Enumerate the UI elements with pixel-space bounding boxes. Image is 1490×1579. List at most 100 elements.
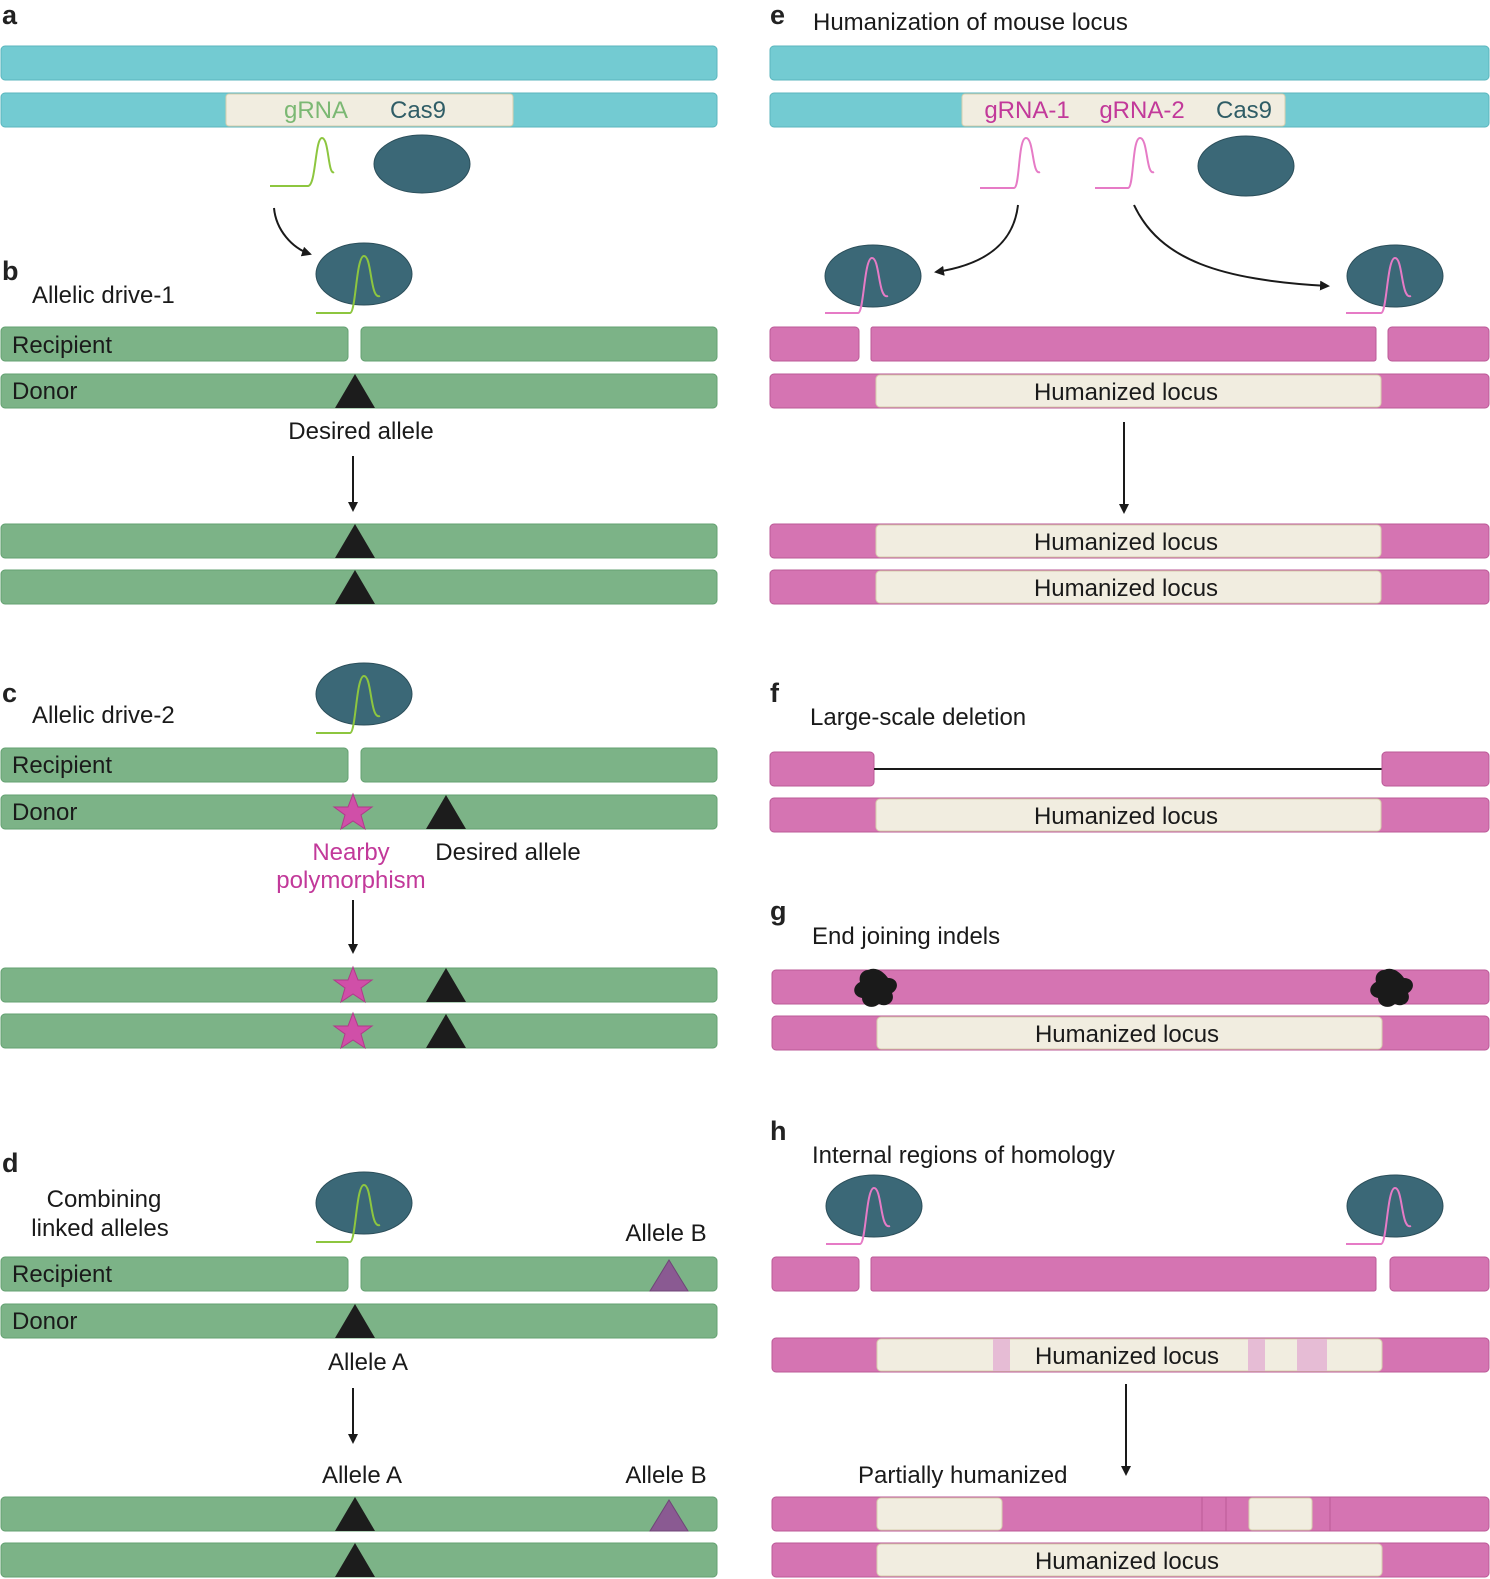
allele-a-label: Allele A xyxy=(328,1349,408,1376)
panel-g: g End joining indels Humanized locus xyxy=(770,896,1490,1051)
allele-a-triangle-icon xyxy=(335,1543,375,1577)
panel-d-title-line2: linked alleles xyxy=(31,1215,168,1242)
humanized-locus-label: Humanized locus xyxy=(1034,529,1218,556)
indel-blob-icon xyxy=(1370,968,1413,1007)
panel-c-label: c xyxy=(2,678,17,708)
plasmid-bar-top xyxy=(769,45,1490,81)
allele-triangle-icon xyxy=(426,968,466,1002)
panel-g-label: g xyxy=(770,896,787,926)
panel-h: h Internal regions of homology Humanized… xyxy=(770,1116,1490,1578)
cas9-label: Cas9 xyxy=(1216,97,1272,124)
recipient-bar-left xyxy=(0,326,349,362)
panel-d: d Combining linked alleles Allele B Reci… xyxy=(0,1148,718,1578)
assembly-arrow-left-icon xyxy=(934,204,1019,276)
cas9-complex-left-icon xyxy=(824,244,922,308)
panel-d-title-line1: Combining xyxy=(47,1186,162,1213)
desired-allele-label: Desired allele xyxy=(435,839,580,866)
humanized-segment xyxy=(876,1497,1003,1531)
recipient-bar-right xyxy=(360,747,718,783)
panel-a: a gRNA Cas9 xyxy=(0,0,718,257)
grna-in-complex-icon xyxy=(1346,256,1412,314)
panel-c-title: Allelic drive-2 xyxy=(32,702,175,729)
donor-label: Donor xyxy=(12,799,77,826)
plasmid-bar-top xyxy=(0,45,718,81)
recipient-label: Recipient xyxy=(12,332,112,359)
deletion-flank-right xyxy=(1381,751,1490,787)
cas9-complex-right-icon xyxy=(1346,1174,1444,1238)
humanized-locus-label: Humanized locus xyxy=(1034,803,1218,830)
recipient-label: Recipient xyxy=(12,752,112,779)
grna1-label: gRNA-1 xyxy=(984,97,1069,124)
indel-locus-bar xyxy=(771,969,1490,1005)
mouse-locus-segment-right xyxy=(1387,326,1490,362)
cas9-complex-left-icon xyxy=(825,1174,923,1238)
recipient-bar-left xyxy=(0,1256,349,1292)
humanized-locus-block xyxy=(875,374,1382,408)
cas9-label: Cas9 xyxy=(390,97,446,124)
desired-allele-icon xyxy=(335,374,375,408)
polymorphism-star-icon xyxy=(332,1011,374,1050)
humanized-locus-label: Humanized locus xyxy=(1034,575,1218,602)
cas9-complex-icon xyxy=(315,1171,413,1235)
grna-in-complex-icon xyxy=(316,674,381,734)
panel-b-title: Allelic drive-1 xyxy=(32,282,175,309)
mouse-locus-segment-middle xyxy=(870,1256,1377,1292)
allele-a-result-label: Allele A xyxy=(322,1462,402,1489)
homology-region xyxy=(1297,1339,1327,1371)
transgene-cassette xyxy=(225,93,514,127)
humanized-locus-block xyxy=(875,524,1382,558)
mouse-locus-segment-middle xyxy=(870,326,1377,362)
grna2-icon xyxy=(1095,136,1155,189)
cas9-protein-icon xyxy=(373,134,471,194)
humanized-locus-label: Humanized locus xyxy=(1035,1021,1219,1048)
recipient-bar-right xyxy=(360,326,718,362)
grna-in-complex-icon xyxy=(825,256,889,314)
transgene-cassette xyxy=(961,93,1286,127)
allele-triangle-icon xyxy=(335,524,375,558)
panel-e: e Humanization of mouse locus gRNA-1 gRN… xyxy=(769,0,1490,605)
partially-humanized-label: Partially humanized xyxy=(858,1462,1067,1489)
polymorphism-star-icon xyxy=(332,792,374,831)
allele-b-triangle-icon xyxy=(649,1499,689,1532)
cas9-complex-right-icon xyxy=(1346,244,1444,308)
humanized-locus-block xyxy=(876,1016,1383,1050)
humanized-locus-label: Humanized locus xyxy=(1034,379,1218,406)
mouse-locus-segment-left xyxy=(769,326,860,362)
allele-a-triangle-icon xyxy=(335,1304,375,1338)
panel-h-label: h xyxy=(770,1116,787,1146)
polymorphism-label: polymorphism xyxy=(276,867,425,894)
panel-d-label: d xyxy=(2,1148,19,1178)
indel-blob-icon xyxy=(854,968,897,1007)
grna1-icon xyxy=(980,136,1041,189)
mouse-locus-segment-left xyxy=(771,1256,860,1292)
nearby-label: Nearby xyxy=(312,839,389,866)
humanized-locus-block xyxy=(875,798,1382,832)
deletion-flank-left xyxy=(769,751,875,787)
panel-c: c Allelic drive-2 Recipient Donor Nearby… xyxy=(0,662,718,1050)
donor-label: Donor xyxy=(12,378,77,405)
grna-icon xyxy=(270,136,335,187)
panel-f-label: f xyxy=(770,678,780,708)
allele-triangle-icon xyxy=(335,570,375,604)
allele-b-triangle-icon xyxy=(649,1259,689,1292)
humanized-locus-block xyxy=(875,570,1382,604)
desired-allele-icon xyxy=(426,795,466,829)
panel-b-label: b xyxy=(2,256,19,286)
assembly-arrow-right-icon xyxy=(1133,204,1330,291)
allele-triangle-icon xyxy=(426,1014,466,1048)
polymorphism-star-icon xyxy=(332,965,374,1004)
panel-a-label: a xyxy=(2,0,18,30)
panel-g-title: End joining indels xyxy=(812,923,1000,950)
humanized-locus-label: Humanized locus xyxy=(1035,1343,1219,1370)
grna-in-complex-icon xyxy=(1346,1186,1412,1245)
allele-b-result-label: Allele B xyxy=(625,1462,706,1489)
grna2-label: gRNA-2 xyxy=(1099,97,1184,124)
allele-b-label: Allele B xyxy=(625,1220,706,1247)
panel-f-title: Large-scale deletion xyxy=(810,704,1026,731)
grna-label: gRNA xyxy=(284,97,348,124)
panel-b: b Allelic drive-1 Recipient Donor Desire… xyxy=(0,242,718,605)
cas9-complex-icon xyxy=(315,662,413,726)
homology-region xyxy=(1248,1339,1265,1371)
cas9-complex-icon xyxy=(315,242,413,306)
